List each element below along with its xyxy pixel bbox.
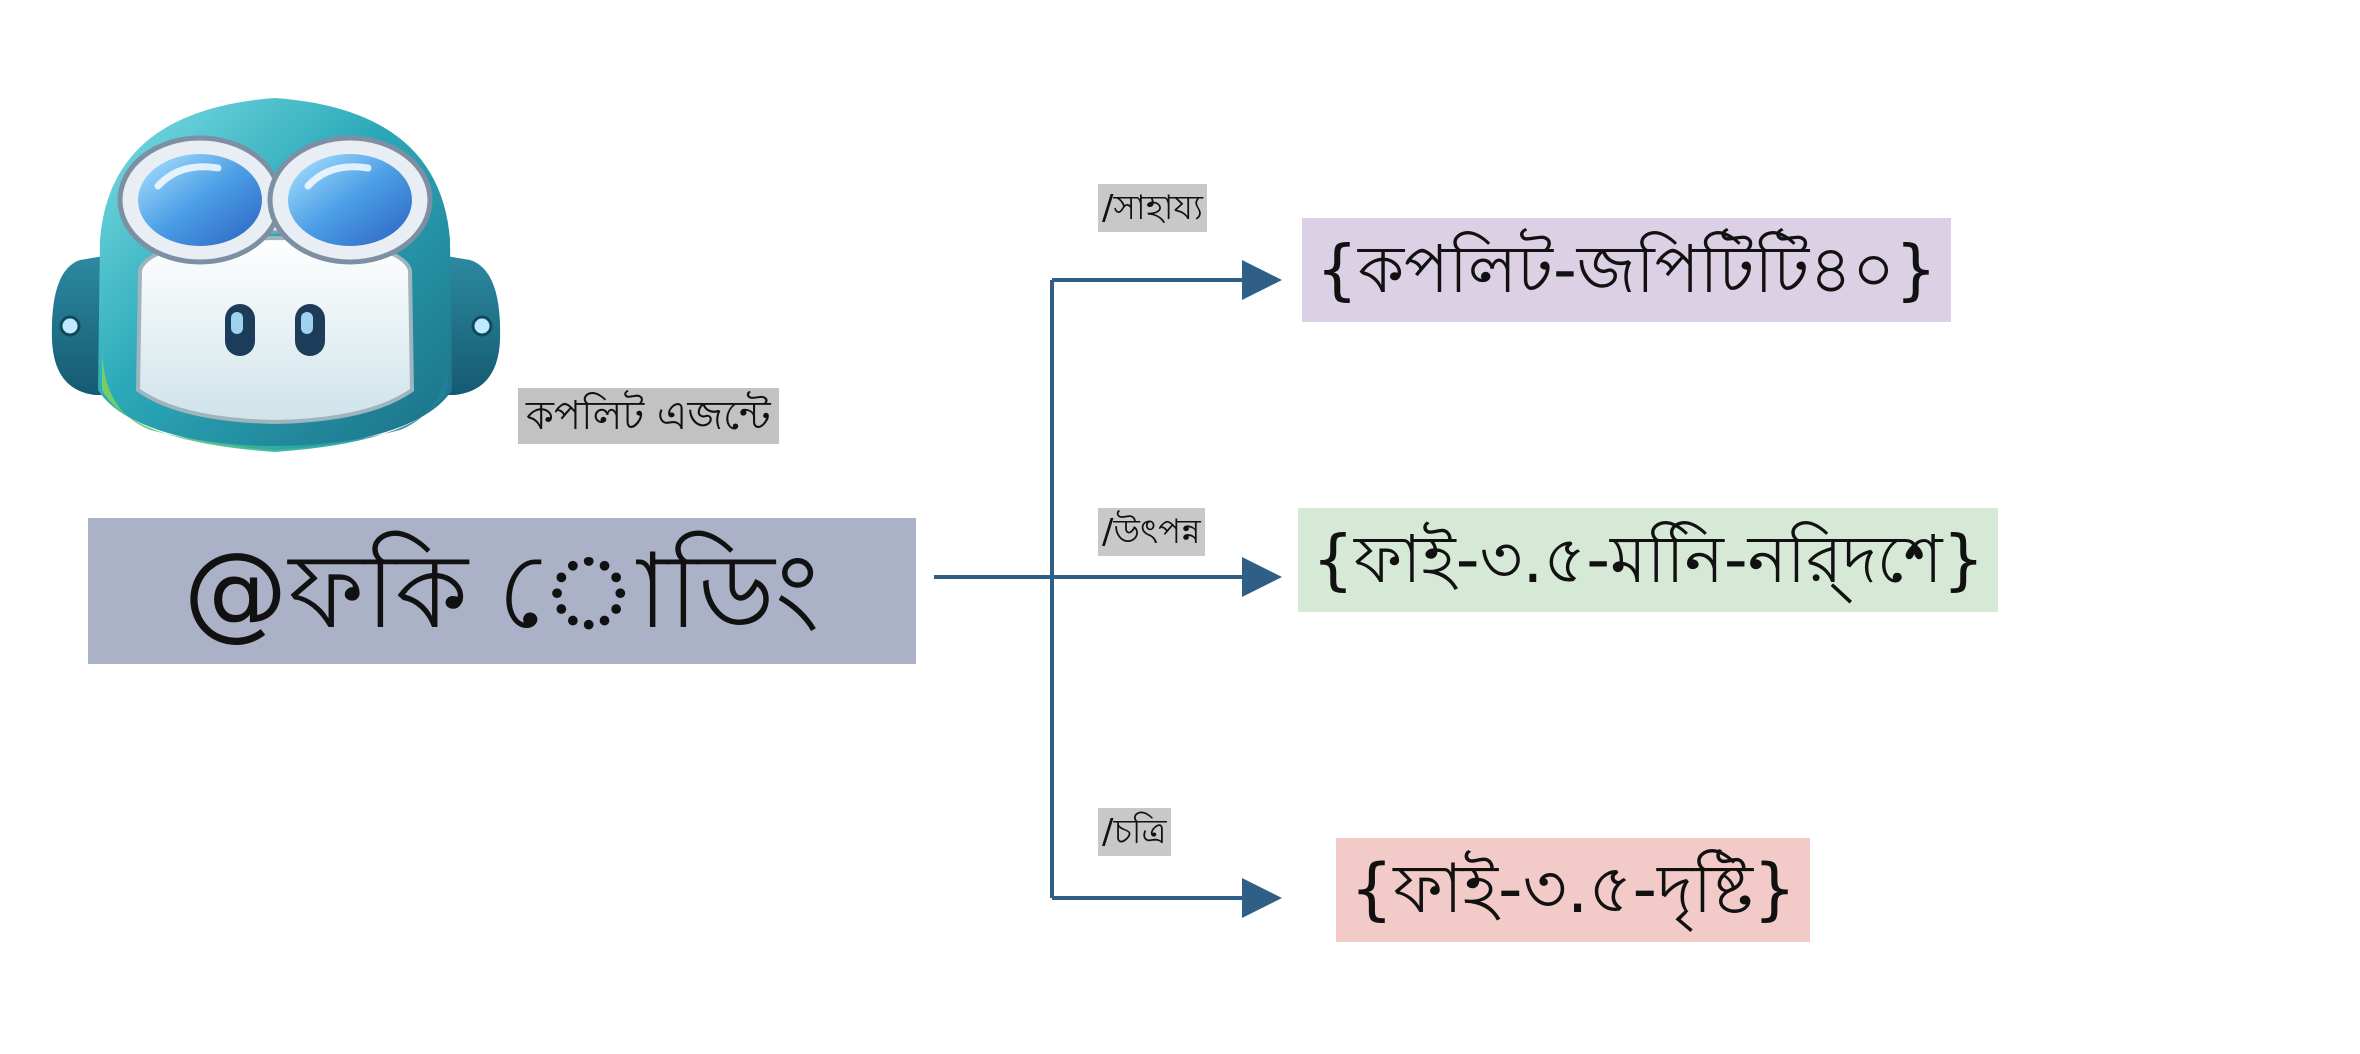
command-image-label: /চত্রি (1098, 808, 1171, 856)
command-help-label: /সাহায্য (1098, 184, 1207, 232)
target-model-phi-vision: {ফাই-৩.৫-দৃষ্টি} (1336, 838, 1811, 942)
copilot-mascot-icon (51, 98, 501, 452)
command-generate-label: /উৎপন্ন (1098, 508, 1205, 556)
target-model-phi-mini-instruct: {ফাই-৩.৫-মনিি-নরি্দশে} (1298, 508, 1999, 612)
target-model-gpt4o: {কপলিট-জপিটিটি৪০} (1302, 218, 1951, 322)
agent-handle: @ফকি োডিং (88, 518, 916, 664)
agent-subtitle: কপলিট এজন্টে (518, 388, 779, 444)
